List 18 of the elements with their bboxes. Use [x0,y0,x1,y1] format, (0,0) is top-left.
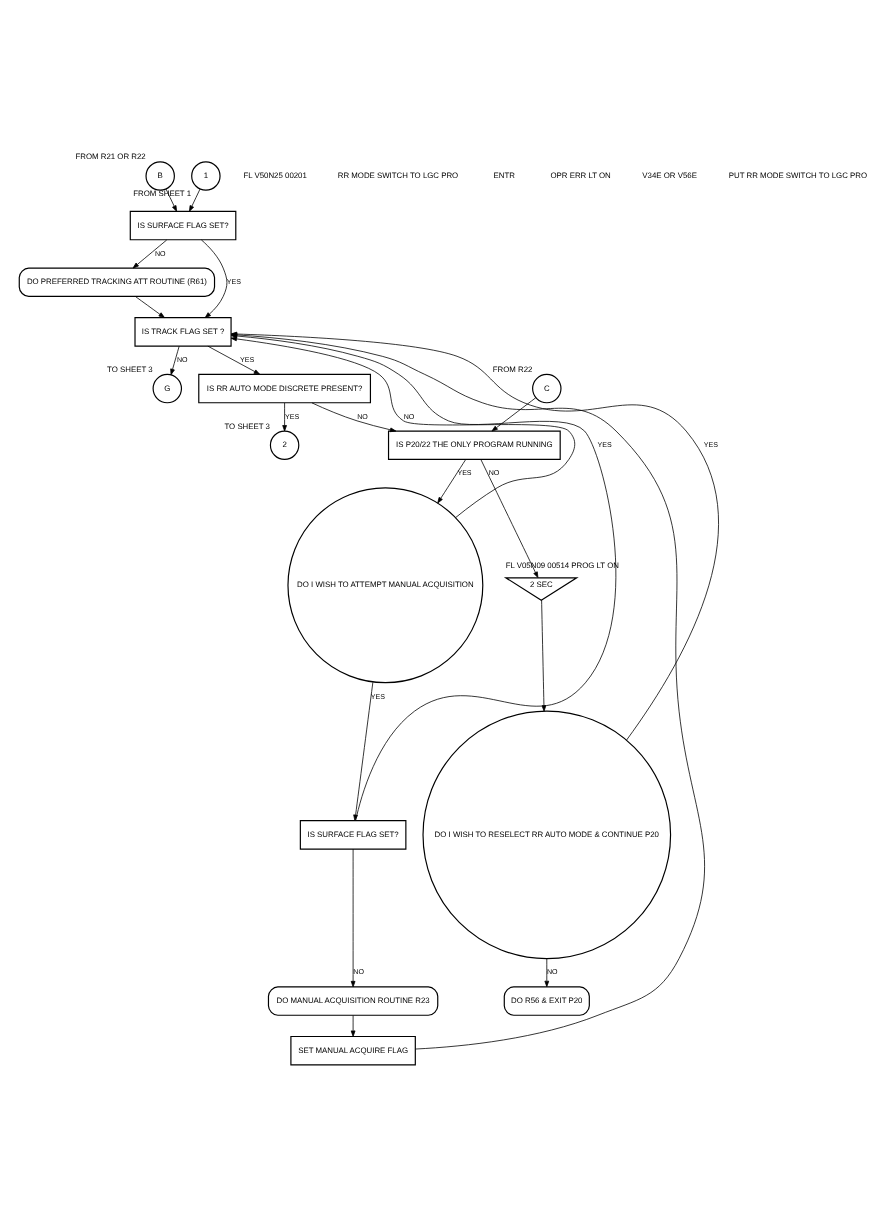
arrow [207,344,261,374]
arrow [189,187,201,211]
arrow [170,344,180,375]
arrow [541,598,547,711]
arrow [350,1014,356,1036]
arrow [135,295,165,317]
arrow [165,187,177,211]
arrow [350,847,356,987]
arrow [132,238,168,268]
arrow [480,458,539,577]
arrow [437,458,467,503]
arrow [201,238,228,318]
arrow [311,401,397,432]
arrow [491,396,537,431]
arrow [544,957,550,987]
arrow [282,401,287,431]
arrow [353,680,374,820]
arrow [230,335,576,517]
